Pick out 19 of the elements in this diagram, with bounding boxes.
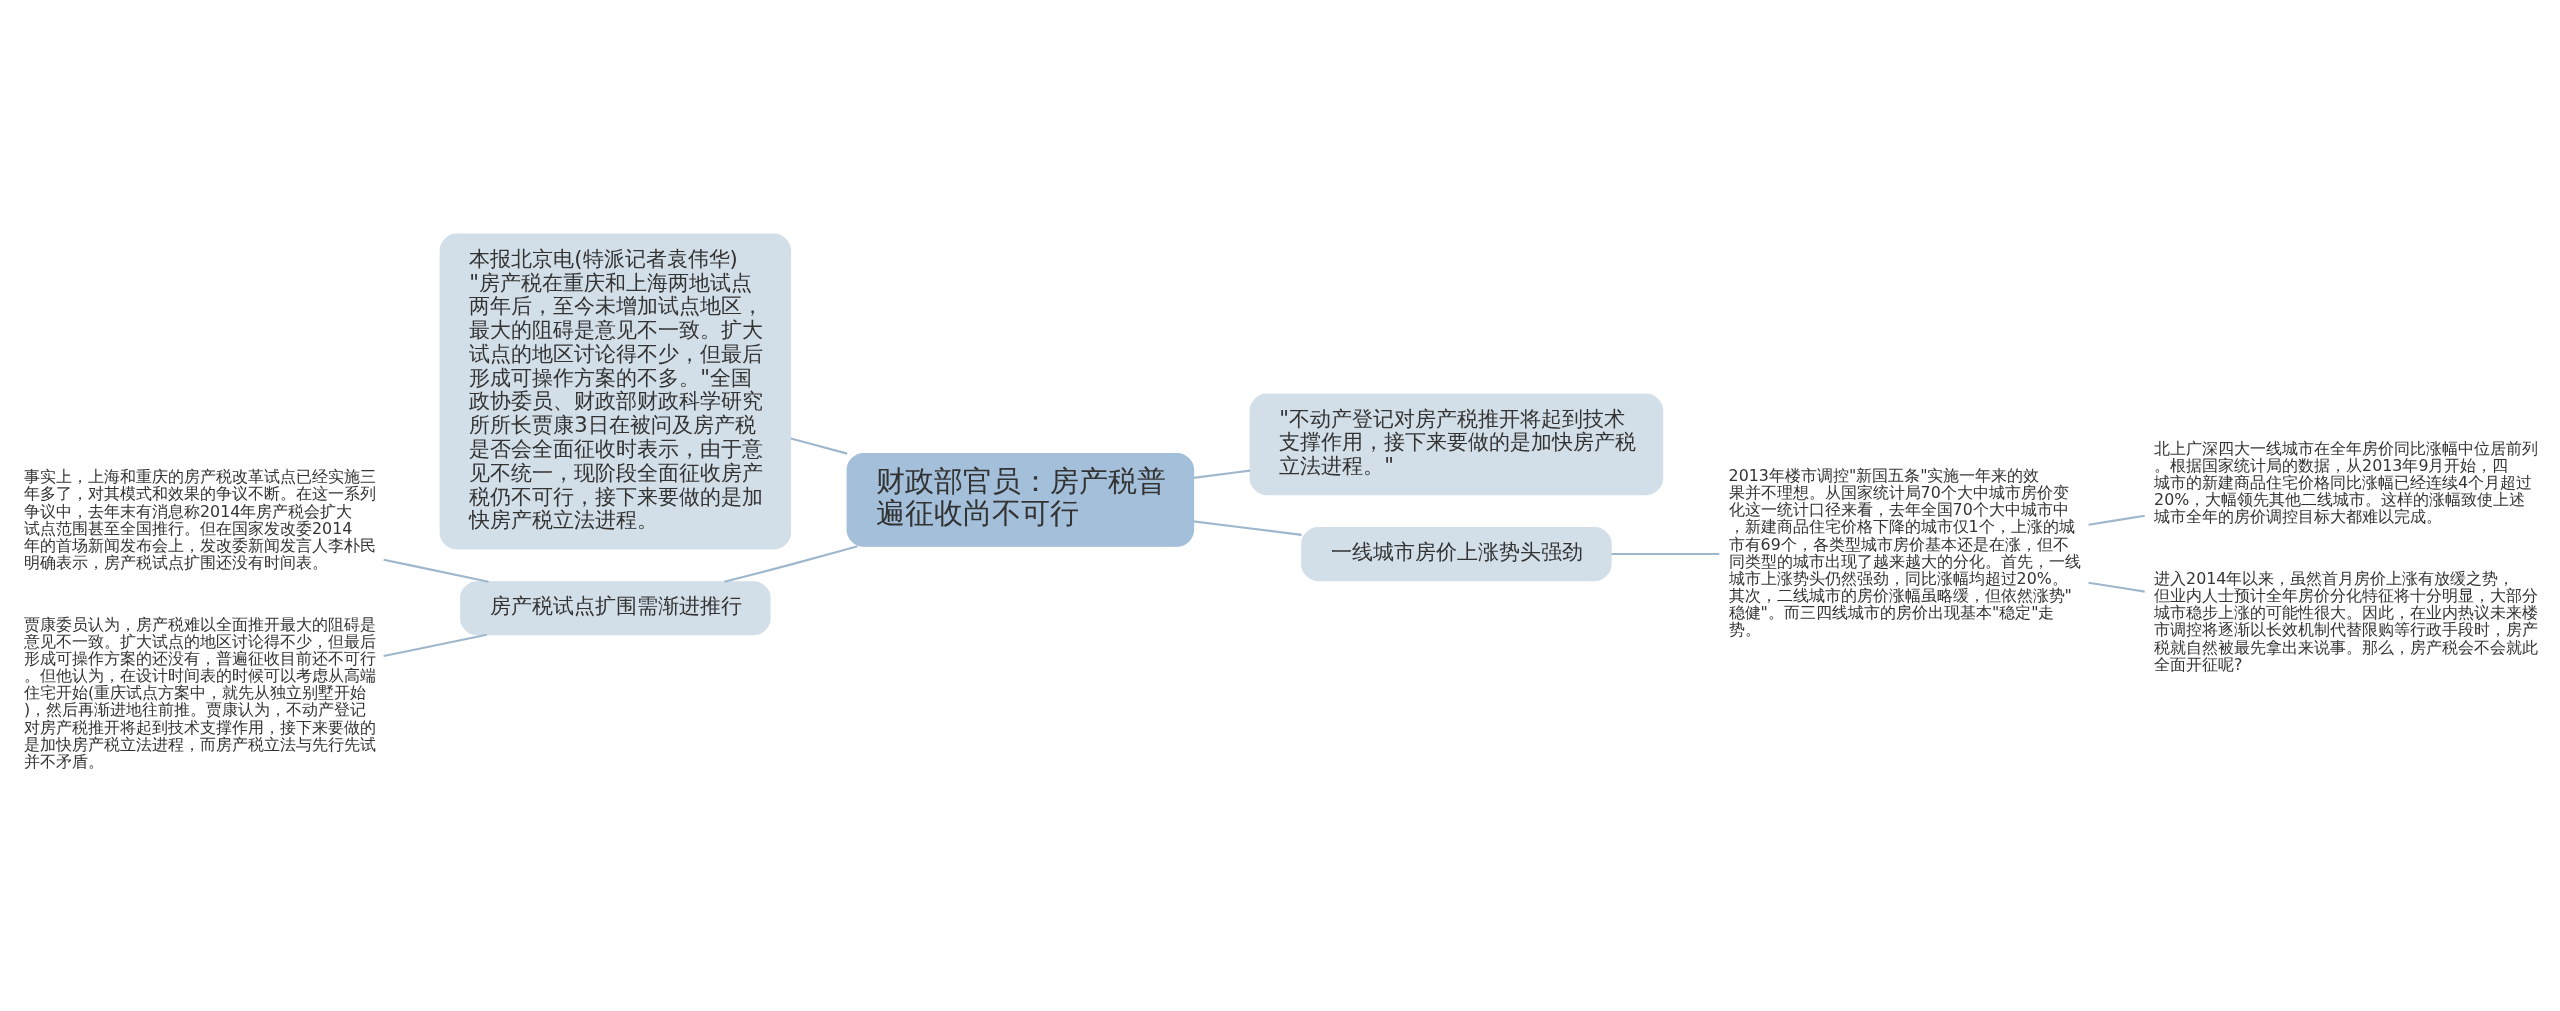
node-box: 本报北京电(特派记者袁伟华)"房产税在重庆和上海两地试点两年后，至今未增加试点地区，最大的阻碍是意见不一致。扩大试点的地区讨论得不少，但最后形成可操作方案的不多。"全国政协委员、财政部财政科学研究所所长贾康3日在被问及房产税是否会全面征收时表示，由于意见不统一，现阶段全面征收房产税仍不可行，接下来要做的是加快房产税立法进程。 <box>439 233 792 550</box>
node-text: 事实上，上海和重庆的房产税改革试点已经实施三年多了，对其模式和效果的争议不断。在这一系列争议中，去年末有消息称2014年房产税会扩大试点范围甚至全国推行。但在国家发改委2014年的首场新闻发布会上，发改委新闻发言人李朴民明确表示，房产税试点扩围还没有时间表。 <box>24 467 377 573</box>
connector <box>1611 553 1720 556</box>
connector <box>2088 514 2145 526</box>
connector <box>383 558 489 583</box>
node-box: "不动产登记对房产税推开将起到技术支撑作用，接下来要做的是加快房产税立法进程。" <box>1249 393 1664 496</box>
connector <box>724 545 858 583</box>
node-text: 2013年楼市调控"新国五条"实施一年来的效果并不理想。从国家统计局70个大中城市房价变化这一统计口径来看，去年全国70个大中城市中，新建商品住宅价格下降的城市仅1个，上涨的城市有69个，各类型城市房价基本还是在涨，但不同类型的城市出现了越来越大的分化。首先，一线城市上涨势头仍然强劲，同比涨幅均超过20%。其次，二线城市的房价涨幅虽略缓，但依然涨势"稳健"。而三四线城市的房价出现基本"稳定"走势。 <box>1728 465 2081 640</box>
connector <box>2088 581 2145 593</box>
node-box: 一线城市房价上涨势头强劲 <box>1301 526 1612 582</box>
connector <box>383 633 487 658</box>
connector <box>1193 469 1251 479</box>
node-box: 房产税试点扩围需渐进推行 <box>460 581 771 636</box>
node-text: 进入2014年以来，虽然首月房价上涨有放缓之势，但业内人士预计全年房价分化特征将十分明显，大部分城市稳步上涨的可能性很大。因此，在业内热议未来楼市调控将逐渐以长效机制代替限购等行政手段时，房产税就自然被最先拿出来说事。那么，房产税会不会就此全面开征呢? <box>2154 568 2539 674</box>
node-box: 财政部官员：房产税普遍征收尚不可行 <box>846 452 1195 547</box>
node-text: 北上广深四大一线城市在全年房价同比涨幅中位居前列。根据国家统计局的数据，从2013年9月开始，四城市的新建商品住宅价格同比涨幅已经连续4个月超过20%，大幅领先其他二线城市。这样的涨幅致使上述城市全年的房价调控目标大都难以完成。 <box>2154 438 2539 527</box>
connector <box>790 437 848 455</box>
connector <box>1193 520 1302 536</box>
node-text: 贾康委员认为，房产税难以全面推开最大的阻碍是意见不一致。扩大试点的地区讨论得不少，但最后形成可操作方案的还没有，普遍征收目前还不可行。但他认为，在设计时间表的时候可以考虑从高端住宅开始(重庆试点方案中，就先从独立别墅开始)，然后再渐进地往前推。贾康认为，不动产登记对房产税推开将起到技术支撑作用，接下来要做的是加快房产税立法进程，而房产税立法与先行先试并不矛盾。 <box>24 614 377 771</box>
